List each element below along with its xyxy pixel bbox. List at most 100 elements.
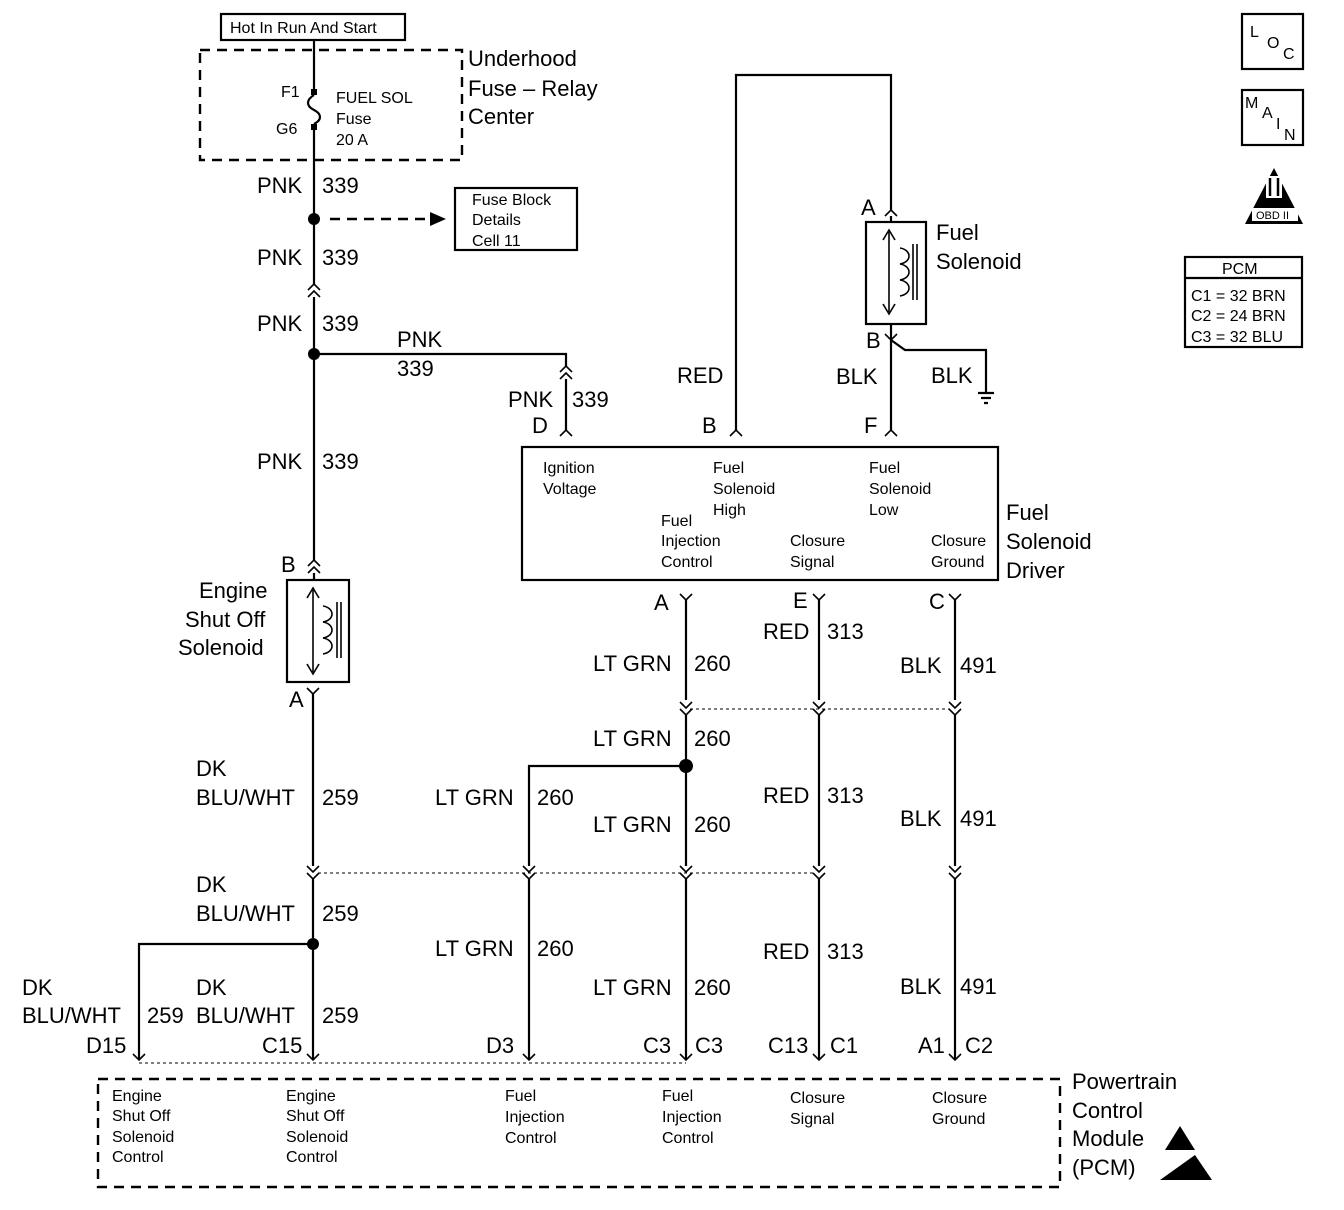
underhood-fuse-relay-center-box [198,48,464,162]
wire-color-label: LT GRN [435,936,514,961]
wire-circuit-label: 313 [827,619,864,644]
loc-badge-letter: L [1250,24,1259,41]
wire-circuit-label: 339 [322,245,359,270]
wire-color-label: PNK [257,173,303,198]
engine-shut-off-solenoid-box [285,578,351,684]
pcm-box [96,1077,1062,1189]
main-badge-letter: A [1262,105,1273,122]
arrow-right-icon [430,212,446,226]
wire-color-label: LT GRN [593,726,672,751]
pcm-table-row: C1 = 32 BRN [1191,288,1286,305]
engine-solenoid-title: Engine Shut Off Solenoid [178,578,274,660]
fuel-solenoid-driver-box [520,445,1000,582]
wire-color-label: DK BLU/WHT [196,872,295,926]
loc-badge-letter: O [1267,35,1279,52]
loc-badge [1240,12,1305,71]
wire-circuit-label: 260 [694,812,731,837]
wire-color-label: BLK [900,806,942,831]
pcm-engine-shutoff-control-1: Engine Shut Off Solenoid Control [112,1088,179,1166]
pcm-pin-label: D3 [486,1033,514,1058]
fuse-icon [306,94,322,125]
fuse-block-details-box [453,186,579,252]
wire-circuit-label: 313 [827,783,864,808]
driver-title: Fuel Solenoid Driver [1006,500,1098,583]
engine-solenoid-pin-a: A [289,687,304,712]
wire-color-label: DK BLU/WHT [196,756,295,810]
esd-hand-icon [1160,1155,1212,1180]
wire-circuit-label: 259 [322,785,359,810]
pcm-engine-shutoff-control-2: Engine Shut Off Solenoid Control [286,1088,353,1166]
wire-circuit-label: 259 [147,1003,184,1028]
splice-icon [308,213,320,225]
pcm-pin-label: C1 [830,1033,858,1058]
fuel-solenoid-box [864,220,928,326]
fuse-block-details-label: Fuse Block Details Cell 11 [472,192,556,250]
wire-circuit-label: 259 [322,1003,359,1028]
wire-circuit-label: 260 [694,975,731,1000]
hot-in-run-label: Hot In Run And Start [230,20,377,37]
wire-color-label: BLK [900,653,942,678]
driver-output-wires [139,593,962,1064]
wire-color-label: LT GRN [593,975,672,1000]
ground-icon [978,391,994,405]
wire-circuit-label: 339 [572,387,609,412]
driver-ignition-voltage-label: Ignition Voltage [543,460,599,498]
wire-color-label: BLK [836,364,878,389]
wire-color-label: DK BLU/WHT [22,975,121,1028]
wire-color-label: RED [763,939,809,964]
connector-icon [307,558,321,574]
main-badge [1240,88,1305,147]
driver-pin-c: C [929,589,945,614]
main-badge-letter: N [1284,127,1296,144]
pcm-pin-label: C3 [643,1033,671,1058]
fuel-solenoid-pin-a: A [861,195,876,220]
wire-circuit-label: 260 [537,936,574,961]
wire-circuit-label: 339 [322,311,359,336]
wire-color-label: DK BLU/WHT [196,975,295,1028]
wire-circuit-label: 260 [694,726,731,751]
fuse-pin-g6: G6 [276,121,297,138]
pcm-pin-label: D15 [86,1033,126,1058]
pcm-table-row: C3 = 32 BLU [1191,329,1283,346]
wire-color-label: LT GRN [593,651,672,676]
main-badge-letter: M [1245,95,1258,112]
driver-solenoid-low-label: Fuel Solenoid Low [869,460,936,519]
fuse-center-title: Underhood Fuse – Relay Center [468,46,604,129]
wire-circuit-label: 491 [960,974,997,999]
pcm-title: Powertrain Control Module (PCM) [1072,1069,1183,1180]
wire-color-label: LT GRN [435,785,514,810]
arrow-up-icon [882,228,896,241]
driver-pin-e: E [793,588,808,613]
engine-solenoid-pin-b: B [281,552,296,577]
pcm-injection-control-2: Fuel Injection Control [662,1088,726,1147]
driver-injection-control-label: Fuel Injection Control [661,513,725,571]
wire-color-label: RED [677,363,723,388]
wire-color-label: RED [763,783,809,808]
coil-icon [899,247,910,297]
pcm-closure-signal: Closure Signal [790,1090,850,1128]
pnk-branch-wire [314,352,568,366]
pcm-pin-label: C2 [965,1033,993,1058]
fuse-pin-f1: F1 [281,84,300,101]
wire-color-label: BLK [931,363,973,388]
fuse-terminal-top-icon [311,89,317,95]
wire-color-label: BLK [900,974,942,999]
wire-circuit-label: 260 [537,785,574,810]
arrow-up-icon [306,586,320,599]
driver-pin-a: A [654,590,669,615]
fuel-solenoid-title: Fuel Solenoid [936,220,1022,274]
wire-circuit-label: 260 [694,651,731,676]
wire-circuit-label: 339 [322,449,359,474]
pcm-table-row: C2 = 24 BRN [1191,308,1286,325]
esd-warning-icon [1165,1126,1195,1150]
pcm-pin-label: A1 [918,1033,945,1058]
fuse-terminal-bottom-icon [311,124,317,130]
pcm-table-title: PCM [1222,261,1258,278]
wire-circuit-label: 491 [960,653,997,678]
red-wire [734,73,893,430]
wire-color-label: LT GRN [593,812,672,837]
wire-circuit-label: 339 [397,356,434,381]
wire-color-label: PNK [257,245,303,270]
blk-ground-wire [890,339,988,392]
wire-color-label: RED [763,619,809,644]
